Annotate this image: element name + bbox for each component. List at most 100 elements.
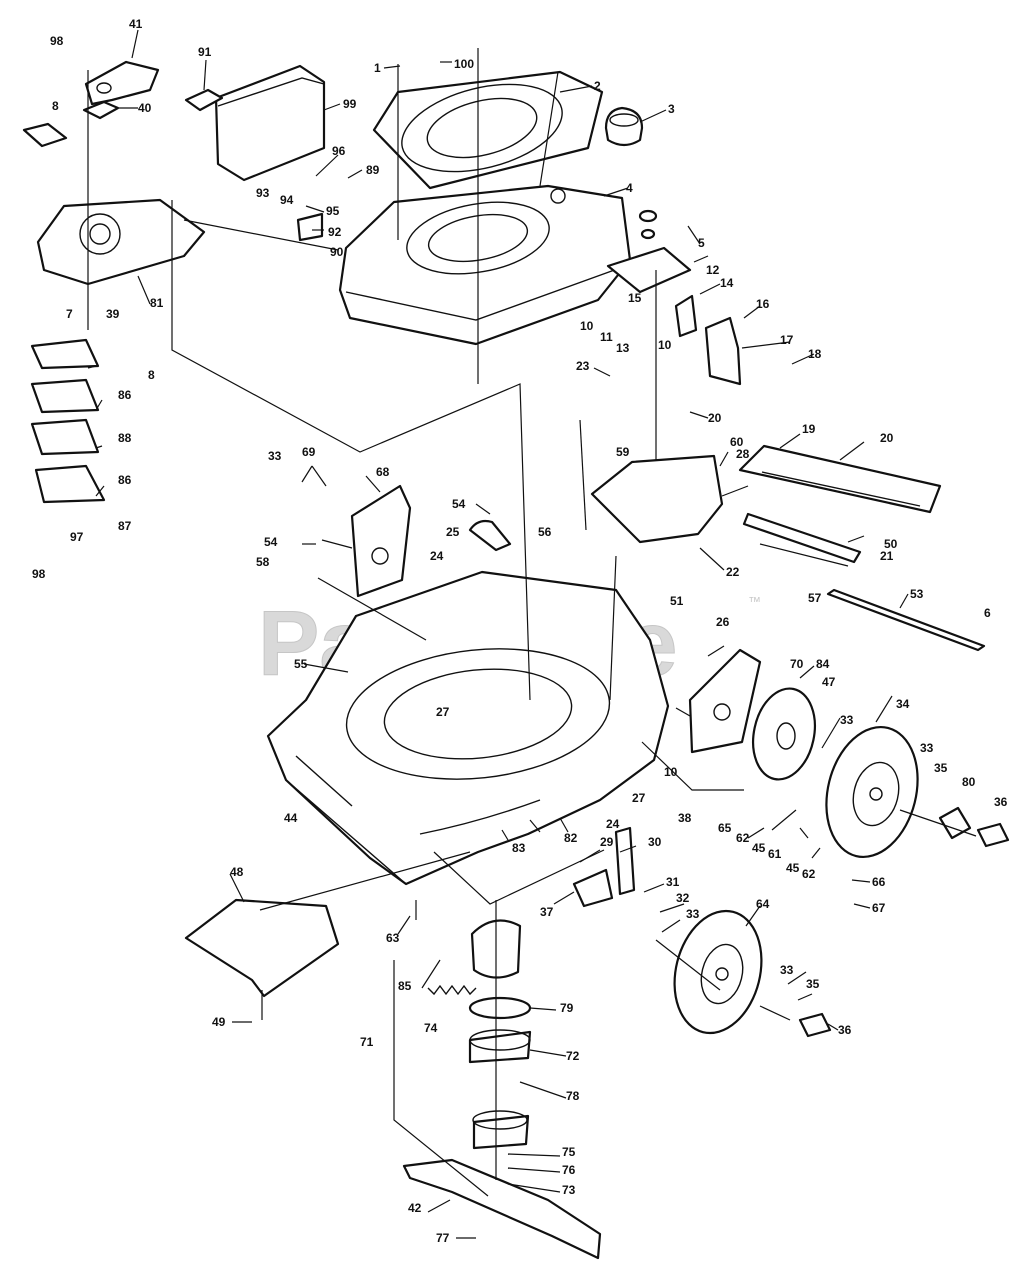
- watermark-trademark: ™: [748, 594, 761, 609]
- callout-33: 33: [268, 449, 282, 463]
- callout-32: 32: [676, 891, 690, 905]
- callout-48: 48: [230, 865, 244, 879]
- part-muffler-gasket-40[interactable]: [82, 100, 120, 120]
- part-rear-axle[interactable]: [826, 588, 986, 652]
- callout-81: 81: [150, 296, 164, 310]
- part-rear-shield[interactable]: [590, 454, 724, 544]
- part-engine-screen[interactable]: [372, 69, 604, 190]
- part-bracket-19[interactable]: [738, 444, 942, 514]
- part-control-17[interactable]: [704, 316, 742, 386]
- callout-89: 89: [366, 163, 380, 177]
- part-adapter-87[interactable]: [34, 464, 106, 504]
- callout-42: 42: [408, 1201, 422, 1215]
- callout-12: 12: [706, 263, 720, 277]
- part-brake-plate-79[interactable]: [468, 996, 532, 1020]
- part-cable-clip[interactable]: [468, 519, 512, 552]
- callout-92: 92: [328, 225, 342, 239]
- part-front-wheel[interactable]: [662, 902, 774, 1043]
- part-engine-mount[interactable]: [36, 198, 206, 286]
- part-blade-adapter-72[interactable]: [468, 1029, 532, 1064]
- callout-22: 22: [726, 565, 740, 579]
- callout-58: 58: [256, 555, 270, 569]
- part-spark-plug-wire-5[interactable]: [638, 209, 658, 240]
- part-adapter-86-upper[interactable]: [30, 338, 100, 370]
- callout-80: 80: [962, 775, 976, 789]
- callout-33: 33: [840, 713, 854, 727]
- part-mower-deck[interactable]: [266, 570, 670, 886]
- callout-54: 54: [452, 497, 466, 511]
- callout-88: 88: [118, 431, 132, 445]
- part-blade-adapter-lower[interactable]: [472, 1110, 530, 1150]
- callout-61: 61: [768, 847, 782, 861]
- callout-44: 44: [284, 811, 298, 825]
- callout-labels: 98 41 91 1 100 2 3 8 40 99 96 89 4 93 94…: [32, 17, 1008, 1245]
- callout-95: 95: [326, 204, 340, 218]
- part-chute-door[interactable]: [184, 898, 340, 998]
- callout-14: 14: [720, 276, 734, 290]
- callout-59: 59: [616, 445, 630, 459]
- callout-10: 10: [658, 338, 672, 352]
- callout-10: 10: [664, 765, 678, 779]
- callout-98: 98: [50, 34, 64, 48]
- part-wheel-disc-rear[interactable]: [745, 683, 823, 785]
- callout-87: 87: [118, 519, 132, 533]
- callout-24: 24: [606, 817, 620, 831]
- part-wheel-bolt-rear[interactable]: [976, 822, 1010, 848]
- callout-20: 20: [708, 411, 722, 425]
- callout-76: 76: [562, 1163, 576, 1177]
- callout-27: 27: [436, 705, 450, 719]
- callout-96: 96: [332, 144, 346, 158]
- callout-17: 17: [780, 333, 794, 347]
- part-mower-blade[interactable]: [402, 1158, 602, 1260]
- callout-11: 11: [600, 330, 613, 344]
- callout-5: 5: [698, 236, 705, 250]
- part-heat-deflector[interactable]: [22, 122, 68, 148]
- callout-16: 16: [756, 297, 770, 311]
- parts: [22, 60, 1010, 1260]
- callout-19: 19: [802, 422, 816, 436]
- part-height-adjuster-left[interactable]: [350, 484, 412, 598]
- part-spacer-80[interactable]: [938, 806, 972, 840]
- part-fuel-cap[interactable]: [604, 106, 644, 147]
- callout-93: 93: [256, 186, 270, 200]
- callout-50: 50: [884, 537, 898, 551]
- callout-67: 67: [872, 901, 886, 915]
- callout-53: 53: [910, 587, 924, 601]
- callout-60: 60: [730, 435, 744, 449]
- callout-36: 36: [994, 795, 1008, 809]
- part-rear-bracket-21[interactable]: [742, 512, 862, 564]
- part-throttle-bracket-14[interactable]: [674, 294, 698, 338]
- part-height-adjuster-right[interactable]: [688, 648, 762, 754]
- part-spring-74[interactable]: [427, 984, 477, 996]
- callout-72: 72: [566, 1049, 580, 1063]
- part-clamp-90[interactable]: [296, 212, 324, 242]
- part-front-bracket[interactable]: [572, 826, 636, 908]
- callout-70: 70: [790, 657, 804, 671]
- part-rear-wheel[interactable]: [813, 717, 930, 866]
- callout-100: 100: [454, 57, 474, 71]
- part-wheel-bolt-front[interactable]: [798, 1012, 832, 1038]
- callout-54: 54: [264, 535, 278, 549]
- part-engine-shroud[interactable]: [338, 184, 632, 346]
- callout-4: 4: [626, 181, 633, 195]
- callout-66: 66: [872, 875, 886, 889]
- callout-27: 27: [632, 791, 646, 805]
- callout-71: 71: [360, 1035, 374, 1049]
- part-adapter-88[interactable]: [30, 378, 100, 414]
- callout-10: 10: [580, 319, 594, 333]
- callout-13: 13: [616, 341, 630, 355]
- part-control-23[interactable]: [606, 246, 692, 294]
- part-muffler-gasket-91[interactable]: [184, 88, 224, 112]
- part-muffler[interactable]: [214, 64, 326, 182]
- part-exhaust-elbow[interactable]: [84, 60, 160, 106]
- callout-74: 74: [424, 1021, 438, 1035]
- callout-3: 3: [668, 102, 675, 116]
- callout-47: 47: [822, 675, 836, 689]
- part-adapter-86-lower[interactable]: [30, 418, 100, 456]
- callout-86: 86: [118, 473, 132, 487]
- callout-91: 91: [198, 45, 212, 59]
- callout-33: 33: [920, 741, 934, 755]
- callout-86: 86: [118, 388, 132, 402]
- callout-30: 30: [648, 835, 662, 849]
